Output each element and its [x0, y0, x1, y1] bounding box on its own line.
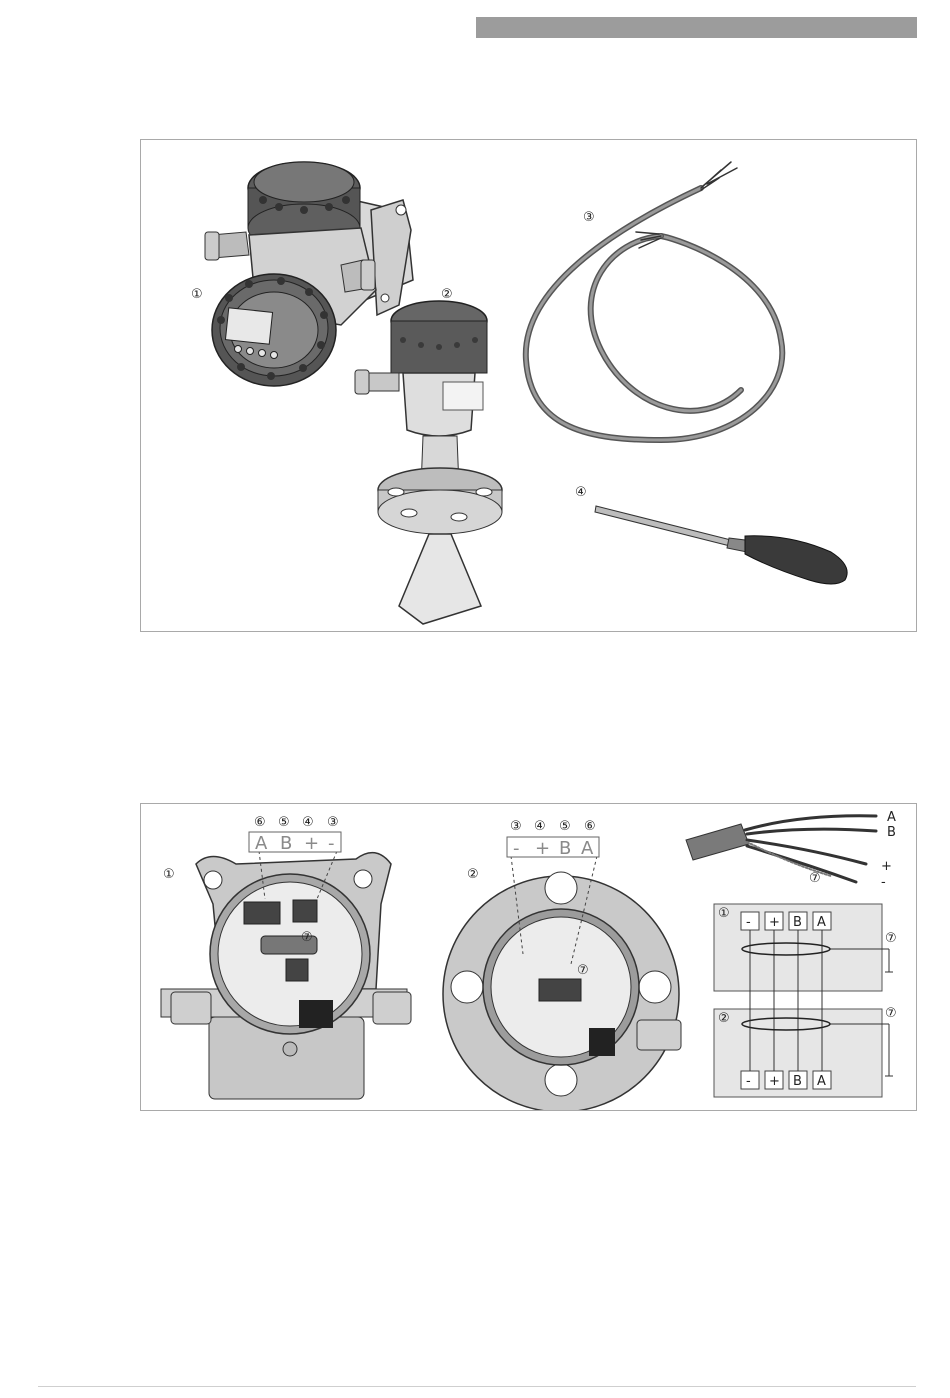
cable-end-drawing: [686, 816, 876, 882]
callout-converter: ①: [191, 287, 203, 302]
sensor-terminal-label: +: [535, 838, 550, 859]
schematic-terminal-label: +: [769, 915, 780, 930]
sensor-terminal-label: -: [513, 838, 520, 859]
schematic-terminal-label: +: [769, 1074, 780, 1089]
converter-terminal-label: A: [255, 833, 268, 854]
callout-shield-sensor: ⑦: [577, 963, 589, 978]
delivery-illustration: ① ② ③ ④: [141, 140, 916, 631]
callout-converter-terminal: ④: [302, 815, 314, 830]
sensor-terminal-label: B: [559, 838, 571, 859]
figure-wiring: ⑥ ⑤ ④ ③ A B + - ① ⑦: [140, 803, 917, 1111]
sensor-terminal-callouts: ③ ④ ⑤ ⑥: [510, 819, 596, 834]
callout-shield-converter: ⑦: [301, 930, 313, 945]
wire-label: A: [887, 810, 896, 825]
signal-cable-drawing: [526, 162, 782, 440]
callout-converter: ①: [163, 867, 175, 882]
callout-shield-cable: ⑦: [809, 871, 821, 886]
schematic-terminal-label: A: [817, 915, 826, 930]
sensor-terminal-compartment-drawing: [443, 872, 681, 1110]
converter-terminal-label: -: [328, 833, 335, 854]
schematic-terminal-label: A: [817, 1074, 826, 1089]
callout-cable: ③: [583, 210, 595, 225]
schematic-terminal-label: B: [793, 1074, 802, 1089]
wiring-schematic: [714, 904, 893, 1097]
converter-housing-drawing: [205, 162, 413, 386]
converter-terminal-compartment-drawing: [161, 853, 411, 1099]
schematic-terminal-label: B: [793, 915, 802, 930]
footer-rule: [38, 1386, 916, 1387]
wiring-illustration: ⑥ ⑤ ④ ③ A B + - ① ⑦: [141, 804, 916, 1110]
callout-schematic-converter: ①: [718, 906, 730, 921]
callout-schematic-ground: ⑦: [885, 1006, 897, 1021]
converter-terminal-callouts: ⑥ ⑤ ④ ③: [254, 815, 339, 830]
callout-sensor-terminal: ⑤: [559, 819, 571, 834]
sensor-terminal-label: A: [581, 838, 594, 859]
antenna-unit-drawing: [355, 301, 502, 624]
callout-antenna-unit: ②: [441, 287, 453, 302]
converter-terminal-label: B: [280, 833, 292, 854]
callout-sensor-terminal: ③: [510, 819, 522, 834]
callout-converter-terminal: ⑤: [278, 815, 290, 830]
schematic-terminal-label: -: [746, 1074, 751, 1089]
wire-label: B: [887, 825, 896, 840]
callout-schematic-ground: ⑦: [885, 931, 897, 946]
callout-sensor: ②: [467, 867, 479, 882]
header-bar: [476, 17, 917, 38]
callout-converter-terminal: ⑥: [254, 815, 266, 830]
screwdriver-drawing: [595, 506, 847, 584]
callout-sensor-terminal: ④: [534, 819, 546, 834]
wire-labels: A B + -: [881, 810, 896, 890]
callout-sensor-terminal: ⑥: [584, 819, 596, 834]
callout-schematic-sensor: ②: [718, 1011, 730, 1026]
schematic-terminal-label: -: [746, 915, 751, 930]
figure-delivery-parts: ① ② ③ ④: [140, 139, 917, 632]
wire-label: +: [881, 859, 892, 874]
wire-label: -: [881, 875, 886, 890]
callout-screwdriver: ④: [575, 485, 587, 500]
callout-converter-terminal: ③: [327, 815, 339, 830]
converter-terminal-label: +: [304, 833, 319, 854]
